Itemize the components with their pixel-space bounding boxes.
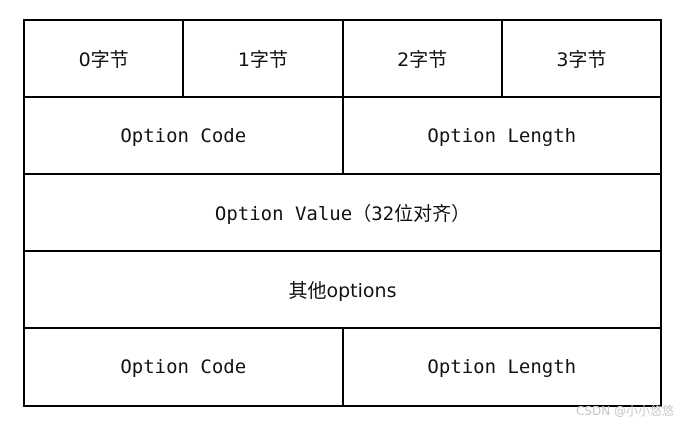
byte-header-row: 0字节 1字节 2字节 3字节 xyxy=(25,21,660,98)
other-options-cell: 其他options xyxy=(288,280,397,302)
watermark: CSDN @小小悠悠 xyxy=(575,404,674,418)
option-length-cell: Option Length xyxy=(341,98,661,173)
other-options-row: 其他options xyxy=(25,252,660,329)
option-value-cell: Option Value（32位对齐） xyxy=(214,203,471,225)
option-value-row: Option Value（32位对齐） xyxy=(25,175,660,252)
option-code-cell-2: Option Code xyxy=(120,356,247,378)
option-format-diagram: 0字节 1字节 2字节 3字节 Option Code Option Lengt… xyxy=(23,19,662,407)
option-header-row: Option Code Option Length xyxy=(25,98,660,175)
option-header-row-2: Option Code Option Length xyxy=(25,329,660,405)
byte-3-cell: 3字节 xyxy=(500,21,660,96)
byte-0-cell: 0字节 xyxy=(78,49,129,71)
option-length-cell-2: Option Length xyxy=(341,329,661,405)
byte-1-cell: 1字节 xyxy=(182,21,341,96)
byte-2-cell: 2字节 xyxy=(341,21,501,96)
option-code-cell: Option Code xyxy=(120,124,247,147)
